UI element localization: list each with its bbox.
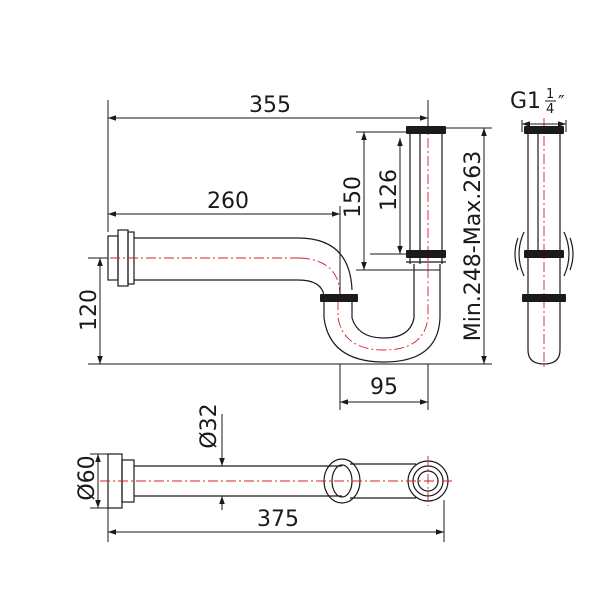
thread-fraction-den: 4 (546, 102, 554, 117)
side-coupling (522, 294, 566, 302)
dim-150-label: 150 (341, 176, 366, 218)
dim-126-label: 126 (377, 169, 402, 211)
front-view: 355 260 150 126 Min.248-Max.263 120 95 (77, 93, 492, 410)
dim-diameter-60-label: Ø60 (75, 455, 100, 500)
inlet-tube (406, 120, 446, 268)
dim-375-label: 375 (257, 507, 299, 532)
dim-355-label: 355 (249, 93, 291, 118)
thread-fraction-num: 1 (546, 87, 554, 102)
side-top-ring (524, 126, 564, 134)
dim-range-label: Min.248-Max.263 (461, 151, 486, 341)
outlet-pipe (110, 237, 353, 297)
top-view: Ø32 Ø60 375 (75, 403, 452, 542)
thread-label: G1 (510, 89, 541, 114)
top-ring (406, 126, 446, 134)
thread-unit: ″ (558, 92, 565, 113)
coupling-nut (320, 294, 358, 302)
side-view: G1 1 4 ″ (510, 87, 574, 368)
side-slip-nut (524, 250, 564, 258)
dim-diameter-32-label: Ø32 (197, 403, 222, 448)
dim-120-label: 120 (77, 289, 102, 331)
dim-95-label: 95 (370, 375, 398, 400)
dim-260-label: 260 (207, 189, 249, 214)
slip-nut (406, 250, 446, 258)
u-bend (320, 256, 441, 363)
